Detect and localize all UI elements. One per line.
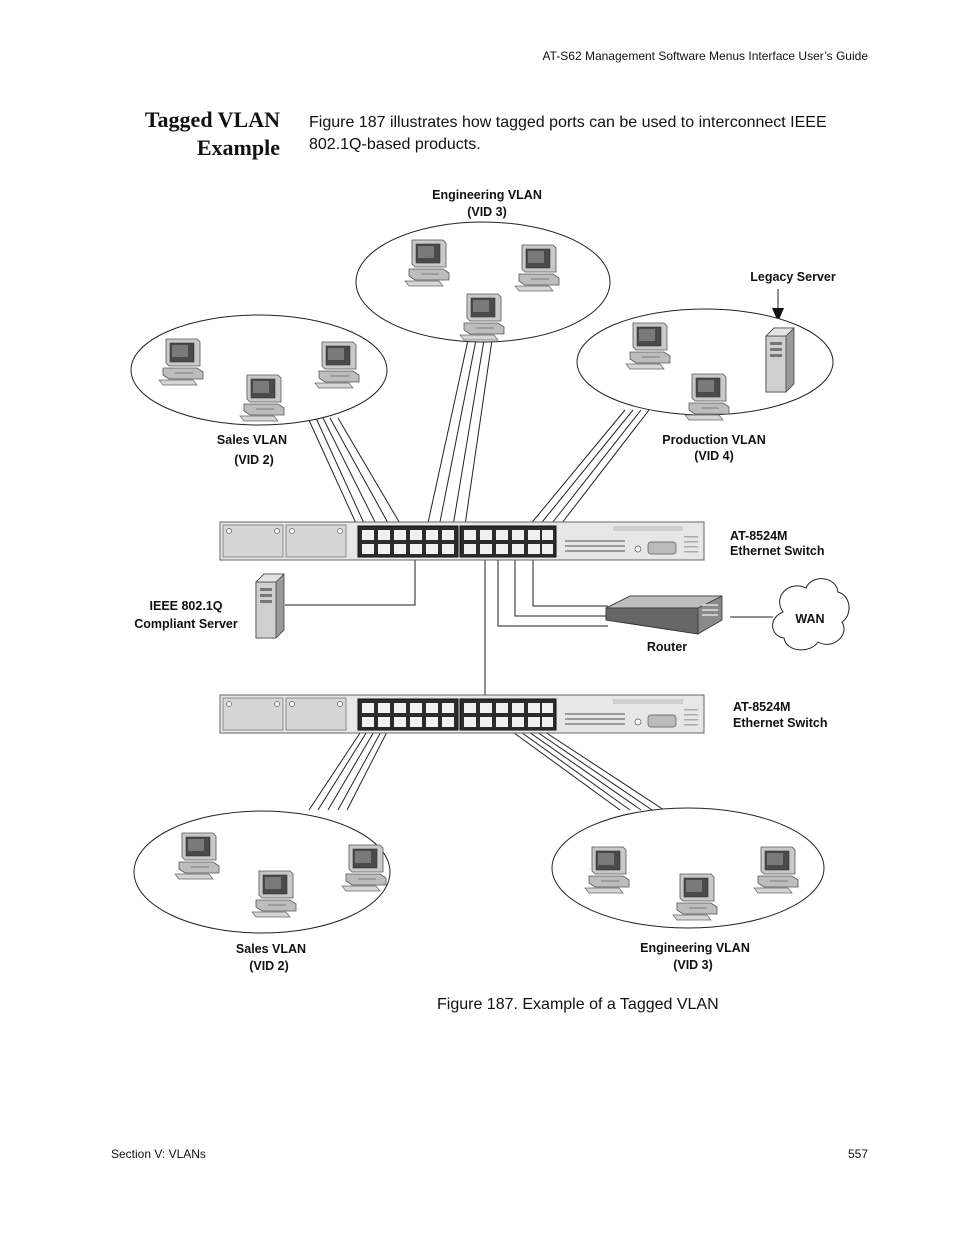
legacy-server-arrowhead xyxy=(772,308,784,322)
footer-section: Section V: VLANs xyxy=(111,1147,206,1161)
label-engineering-vlan-top: Engineering VLAN xyxy=(432,188,542,202)
ethernet-switch-top-icon xyxy=(219,521,705,561)
label-switch-bottom-model: AT-8524M xyxy=(733,700,790,714)
label-sales-vlan-bottom: Sales VLAN xyxy=(236,942,306,956)
router-icon xyxy=(605,595,723,635)
section-title-line1: Tagged VLAN xyxy=(144,107,280,132)
label-switch-bottom-type: Ethernet Switch xyxy=(733,716,827,730)
ethernet-switch-bottom-icon xyxy=(219,694,705,734)
label-router: Router xyxy=(647,640,687,654)
footer-page-number: 557 xyxy=(847,1147,868,1161)
label-wan: WAN xyxy=(795,612,824,626)
label-compliant-server: Compliant Server xyxy=(134,617,238,631)
label-engineering-vid-bottom: (VID 3) xyxy=(673,958,713,972)
label-production-vid: (VID 4) xyxy=(694,449,734,463)
label-engineering-vid-top: (VID 3) xyxy=(467,205,507,219)
running-header: AT-S62 Management Software Menus Interfa… xyxy=(542,49,869,63)
figure-caption: Figure 187. Example of a Tagged VLAN xyxy=(437,996,719,1013)
label-switch-top-model: AT-8524M xyxy=(730,529,787,543)
intro-paragraph: Figure 187 illustrates how tagged ports … xyxy=(309,114,827,153)
server-tower-icon xyxy=(255,573,285,639)
label-sales-vid-bottom: (VID 2) xyxy=(249,959,289,973)
section-title-line2: Example xyxy=(196,135,280,160)
vlan-network-diagram: Engineering VLAN (VID 3) Legacy Server S… xyxy=(130,188,850,973)
wan-cloud-icon xyxy=(772,578,850,651)
label-legacy-server: Legacy Server xyxy=(750,270,836,284)
section-title: Tagged VLAN Example xyxy=(110,106,280,162)
label-sales-vid-top: (VID 2) xyxy=(234,453,274,467)
label-sales-vlan-top: Sales VLAN xyxy=(217,433,287,447)
label-production-vlan: Production VLAN xyxy=(662,433,765,447)
label-engineering-vlan-bottom: Engineering VLAN xyxy=(640,941,750,955)
label-ieee-server: IEEE 802.1Q xyxy=(150,599,223,613)
connection-lines xyxy=(285,289,779,811)
label-switch-top-type: Ethernet Switch xyxy=(730,544,824,558)
vlan-cloud-engineering-bottom xyxy=(551,807,825,929)
server-tower-icon xyxy=(765,327,795,393)
